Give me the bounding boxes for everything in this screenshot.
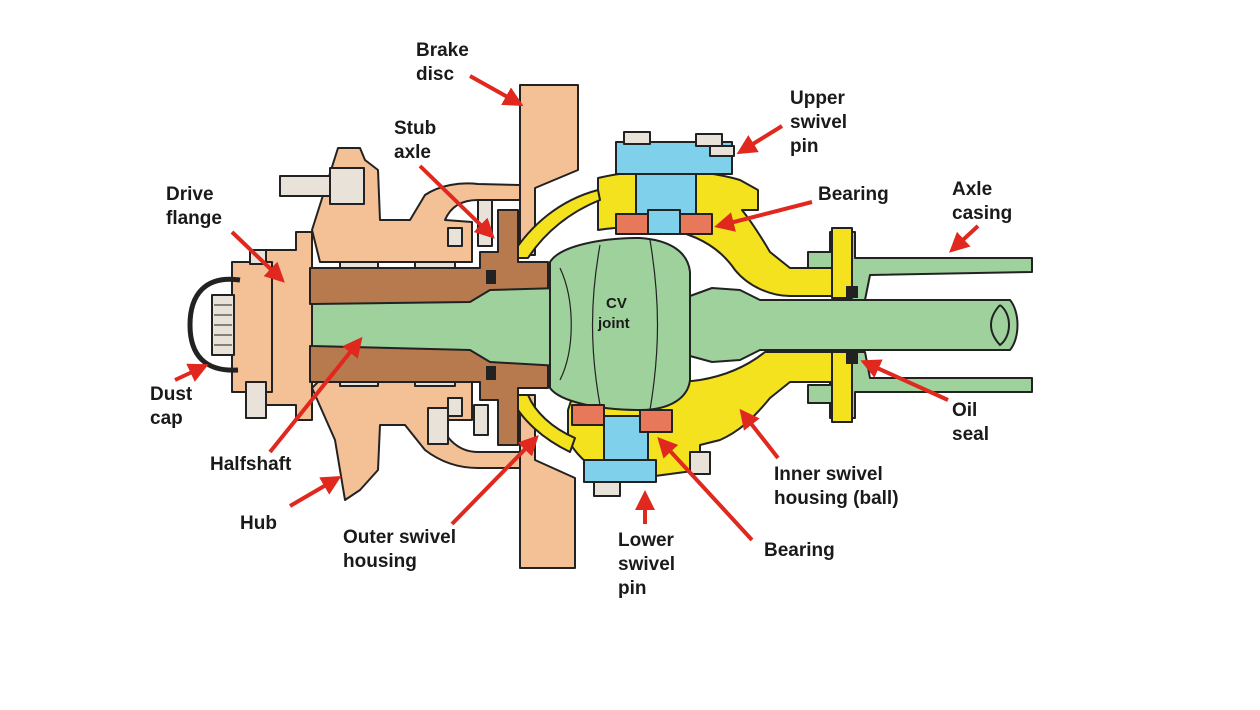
leader-arrows — [174, 74, 980, 542]
arrow-oil-seal — [860, 359, 949, 402]
label-bearing-upper: Bearing — [818, 184, 889, 205]
upper-swivel-pin — [615, 131, 735, 215]
drive-flange — [231, 231, 313, 421]
axle-casing — [807, 227, 1033, 423]
label-bearing-lower: Bearing — [764, 540, 835, 561]
arrow-upper-swivel-pin — [736, 124, 784, 155]
label-halfshaft: Halfshaft — [210, 454, 292, 475]
arrow-dust-cap — [174, 363, 209, 382]
dust-cap — [187, 276, 241, 373]
upper-bearing — [615, 209, 713, 235]
cv-joint — [549, 237, 1019, 411]
hub — [279, 147, 521, 501]
lower-bearing — [571, 404, 673, 433]
arrow-brake-disc — [469, 74, 524, 106]
label-hub: Hub — [240, 513, 277, 534]
arrow-halfshaft — [268, 336, 363, 454]
arrow-hub — [288, 475, 342, 508]
arrow-inner-swivel-housing — [739, 408, 780, 460]
arrow-bearing-upper — [714, 200, 813, 232]
oil-seal — [846, 286, 858, 364]
arrow-bearing-lower — [657, 437, 754, 542]
arrow-outer-swivel-housing — [450, 435, 539, 526]
arrow-axle-casing — [949, 224, 980, 253]
arrow-stub-axle — [418, 164, 495, 239]
arrow-drive-flange — [230, 230, 285, 283]
